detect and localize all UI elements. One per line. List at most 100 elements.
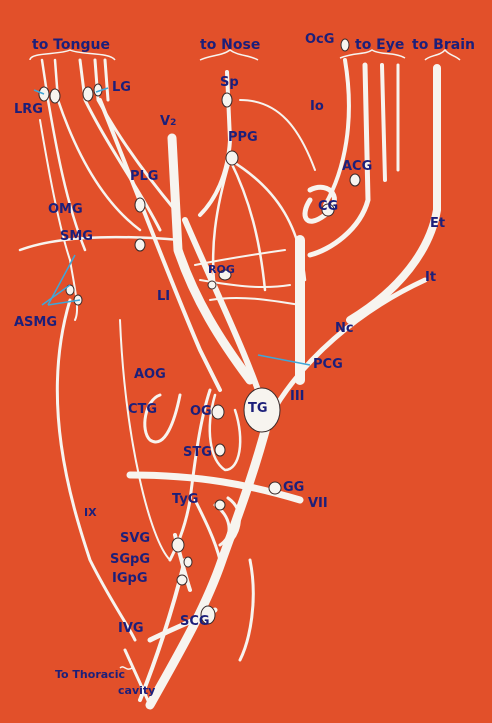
pcg-label: PCG	[313, 357, 343, 372]
it-label: It	[425, 270, 437, 285]
scg-node	[200, 605, 216, 625]
ppg-label: PPG	[228, 130, 258, 145]
acg-label: ACG	[342, 159, 373, 174]
trunk-inner	[138, 558, 187, 702]
og-label: OG	[190, 404, 212, 419]
stg-node	[214, 443, 226, 457]
omg-nerve	[39, 119, 71, 261]
sp-label: Sp	[220, 75, 239, 90]
cg-label: CG	[318, 199, 339, 214]
vii-label: VII	[308, 496, 328, 511]
cg-node	[321, 203, 335, 217]
gg-label: GG	[283, 480, 305, 495]
nc-label: Nc	[335, 321, 354, 336]
io-label: Io	[310, 99, 324, 114]
asmg-pointer-2	[41, 284, 71, 306]
nose-arch	[239, 99, 316, 171]
svg-label: SVG	[120, 531, 151, 546]
smg-crossing	[18, 235, 182, 252]
omg-label: OMG	[48, 202, 83, 217]
rog-label: ROG	[208, 263, 235, 276]
tongue-nerve-3	[78, 58, 162, 232]
to-brain-label: to Brain	[412, 37, 475, 53]
trunk-to-brain	[265, 277, 428, 423]
plg-label: PLG	[130, 169, 159, 184]
cavity-label: cavity	[118, 684, 156, 697]
eye-nerve-3	[380, 63, 387, 182]
lingual-nerve	[98, 98, 222, 392]
lrg-node-2	[49, 88, 61, 104]
to-eye-label: to Eye	[355, 37, 405, 53]
svg-node	[171, 537, 185, 553]
sgpg-label: SGpG	[110, 552, 151, 567]
tongue-nerve-5	[103, 58, 110, 102]
ocg-node	[340, 38, 350, 52]
eye-nerve-2	[307, 62, 371, 258]
stg-label: STG	[183, 445, 212, 460]
v2-label: V2	[160, 115, 176, 128]
to-nose-label: to Nose	[200, 37, 261, 53]
li-label: LI	[157, 289, 171, 304]
brain-bracket	[424, 48, 461, 61]
aog-label: AOG	[134, 367, 166, 382]
nose-nerve	[198, 70, 232, 217]
lrg-label: LRG	[14, 102, 43, 117]
thoracic-nerve	[123, 648, 152, 707]
acg-node	[349, 173, 361, 187]
igpg-label: IGpG	[112, 571, 148, 586]
ctg-label: CTG	[128, 402, 158, 417]
rog-node-2	[207, 280, 217, 290]
lg-pointer	[95, 87, 109, 93]
v2-main: V	[160, 114, 171, 129]
to-thoracic-label: To Thoracic	[55, 668, 125, 681]
glossopharyngeal-nerve	[55, 298, 137, 642]
tg-node	[243, 387, 281, 433]
ctg-loop	[143, 393, 182, 444]
smg-node	[134, 238, 146, 252]
sympathetic-trunk	[145, 415, 273, 710]
lg-node	[82, 86, 94, 102]
asmg-pointer-3	[47, 299, 81, 306]
og-loop	[208, 393, 242, 472]
eye-nerve-1	[323, 58, 351, 207]
eye-bracket	[339, 49, 406, 59]
gg-node	[268, 481, 282, 495]
tg-label: TG	[248, 401, 268, 416]
igpg-node	[176, 574, 188, 586]
smg-label: SMG	[60, 229, 93, 244]
rog-node	[218, 269, 232, 281]
rog-web	[194, 249, 301, 306]
asmg-label: ASMG	[14, 315, 58, 330]
lower-branch	[238, 558, 255, 662]
ivg-label: IVG	[118, 621, 144, 636]
thoracic-bracket	[119, 666, 133, 670]
ix-label: IX	[84, 506, 97, 519]
et-label: Et	[430, 216, 446, 231]
iii-label: III	[290, 389, 305, 404]
sp-node	[221, 92, 233, 108]
tyg-nerve	[193, 498, 222, 562]
v2-subscript: 2	[170, 118, 177, 128]
ppg-node	[225, 150, 239, 166]
to-tongue-label: to Tongue	[32, 37, 110, 53]
og-node	[211, 404, 225, 420]
ocg-label: OcG	[305, 32, 335, 47]
sgpg-node	[183, 556, 193, 568]
tongue-nerve-1	[40, 58, 87, 252]
brain-nerve	[346, 64, 441, 324]
tyg-node	[214, 499, 226, 511]
pcg-pointer	[257, 354, 311, 366]
tyg-label: TyG	[172, 492, 199, 507]
lg-label: LG	[112, 80, 131, 95]
gg-crossing	[126, 471, 304, 504]
nose-bracket	[199, 49, 259, 61]
tongue-nerve-2	[53, 58, 142, 232]
lrg-pointer	[33, 89, 45, 95]
plg-node	[134, 197, 146, 213]
scg-label: SCG	[180, 614, 210, 629]
tongue-bracket	[29, 49, 116, 61]
ppg-branches	[211, 158, 307, 292]
v2-nerve	[167, 133, 255, 385]
